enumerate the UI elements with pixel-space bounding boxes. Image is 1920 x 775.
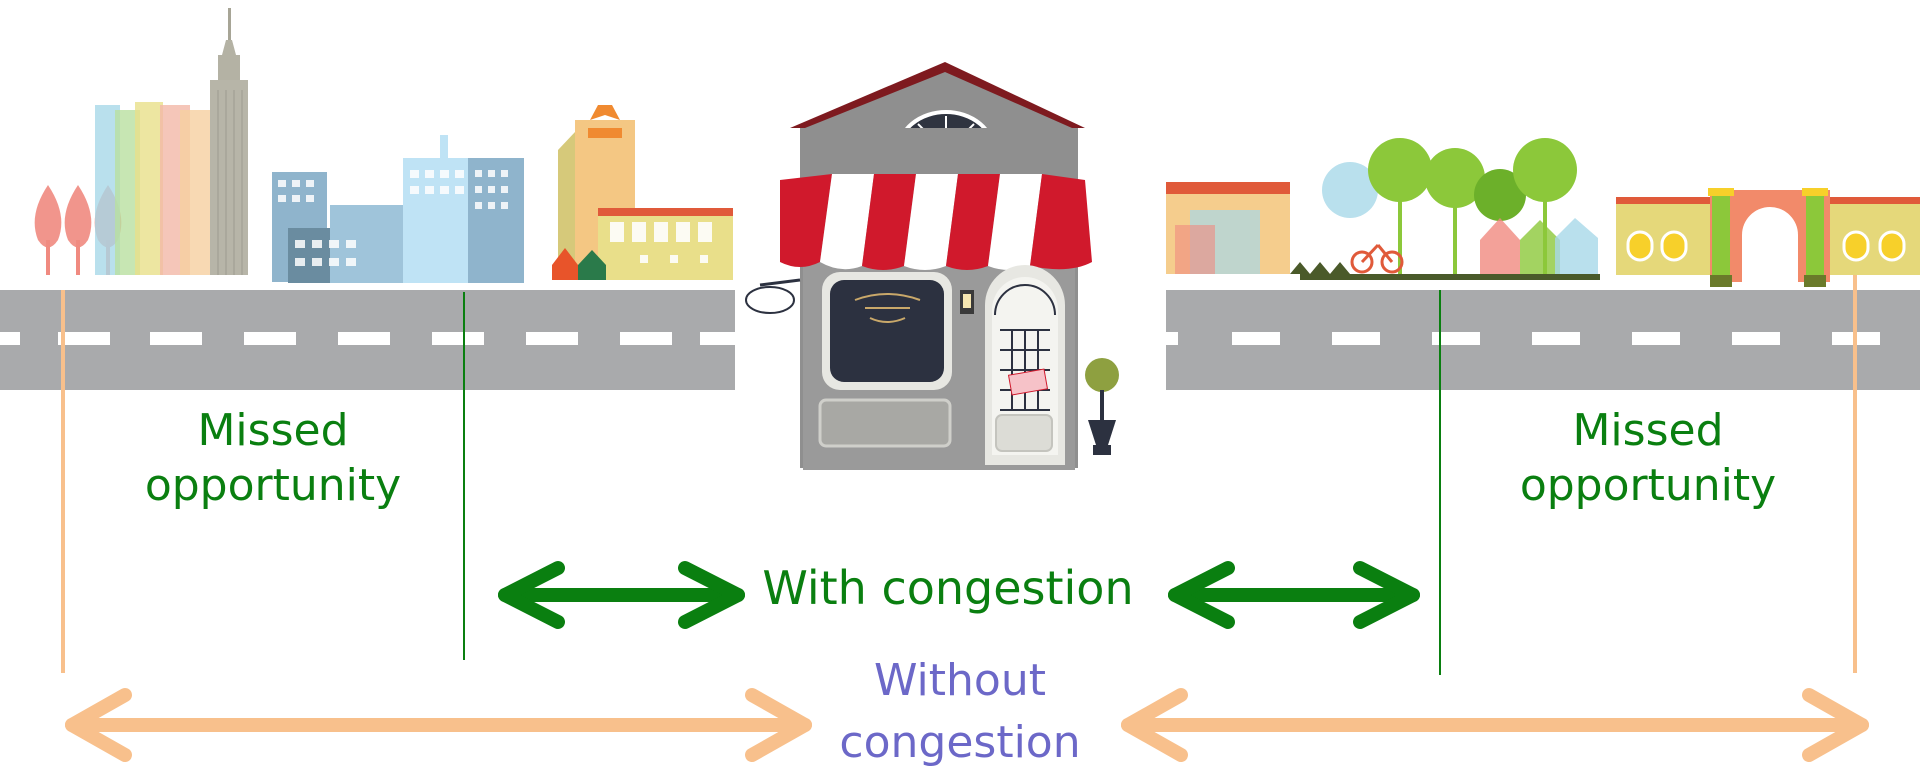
no-congestion-arrow-left <box>65 688 812 762</box>
without-congestion-line1: Without <box>874 655 1046 706</box>
missed-left-line2: opportunity <box>144 460 402 511</box>
no-congestion-arrow-right <box>1121 688 1869 762</box>
without-congestion-label: Without congestion <box>760 650 1160 775</box>
congestion-boundaries <box>463 290 1441 675</box>
with-congestion-label: With congestion <box>762 561 1134 615</box>
park-scene-icon <box>1166 138 1920 287</box>
congestion-arrow-right <box>1168 561 1420 629</box>
city-skyline-icon <box>34 8 733 283</box>
missed-right-line1: Missed <box>1572 405 1724 456</box>
missed-opportunity-left-label: Missed opportunity <box>63 403 483 513</box>
road-right-icon <box>1166 290 1920 390</box>
no-congestion-boundaries <box>61 275 1857 673</box>
missed-right-line2: opportunity <box>1519 460 1777 511</box>
road-left-icon <box>0 290 735 390</box>
double-arrow-icon <box>498 561 1420 629</box>
store-front-icon <box>745 62 1119 470</box>
congestion-arrow-left <box>498 561 745 629</box>
without-congestion-line2: congestion <box>839 717 1081 769</box>
missed-opportunity-right-label: Missed opportunity <box>1438 403 1858 513</box>
missed-left-line1: Missed <box>197 405 349 456</box>
